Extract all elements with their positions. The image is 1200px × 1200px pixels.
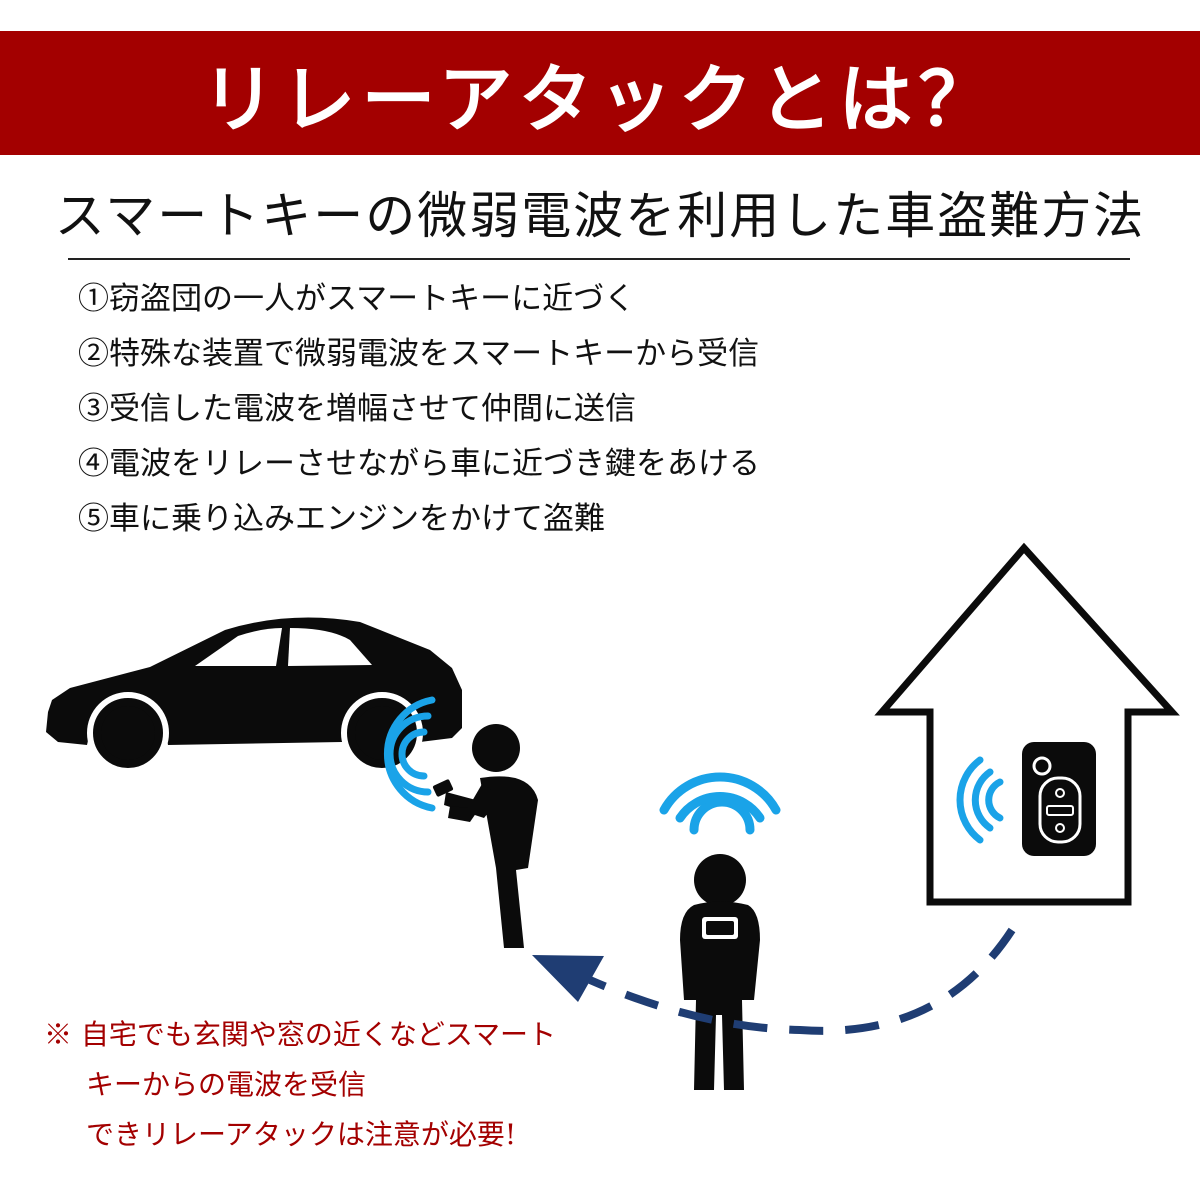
- step-list: ①窃盗団の一人がスマートキーに近づく ②特殊な装置で微弱電波をスマートキーから受…: [78, 278, 760, 553]
- divider: [68, 258, 1130, 260]
- wifi-signal-icon: [384, 696, 436, 812]
- wifi-signal-icon: [659, 772, 781, 835]
- page-subtitle: スマートキーの微弱電波を利用した車盗難方法: [54, 187, 1146, 245]
- warning-note: ※ 自宅でも玄関や窓の近くなどスマート キーからの電波を受信 できリレーアタック…: [44, 1014, 556, 1164]
- relay-attack-illustration: [46, 542, 1180, 1090]
- step-item: ④電波をリレーさせながら車に近づき鍵をあける: [78, 446, 760, 482]
- step-item: ②特殊な装置で微弱電波をスマートキーから受信: [78, 336, 760, 372]
- dashed-arrow-icon: [532, 927, 1016, 1035]
- step-item: ⑤車に乗り込みエンジンをかけて盗難: [78, 501, 605, 537]
- note-line: ※ 自宅でも玄関や窓の近くなどスマート: [44, 1018, 557, 1051]
- person-with-tablet-icon: [680, 854, 760, 1090]
- wifi-signal-icon: [956, 756, 1004, 844]
- step-item: ③受信した電波を増幅させて仲間に送信: [78, 391, 636, 427]
- smart-key-icon: [1022, 742, 1096, 856]
- house-icon: [874, 542, 1180, 906]
- note-line: キーからの電波を受信: [86, 1068, 367, 1101]
- note-line: できリレーアタックは注意が必要!: [86, 1118, 517, 1151]
- step-item: ①窃盗団の一人がスマートキーに近づく: [78, 281, 636, 317]
- title-banner: リレーアタックとは？: [0, 31, 1200, 155]
- page-title: リレーアタックとは？: [201, 56, 999, 143]
- person-with-phone-icon: [432, 724, 538, 948]
